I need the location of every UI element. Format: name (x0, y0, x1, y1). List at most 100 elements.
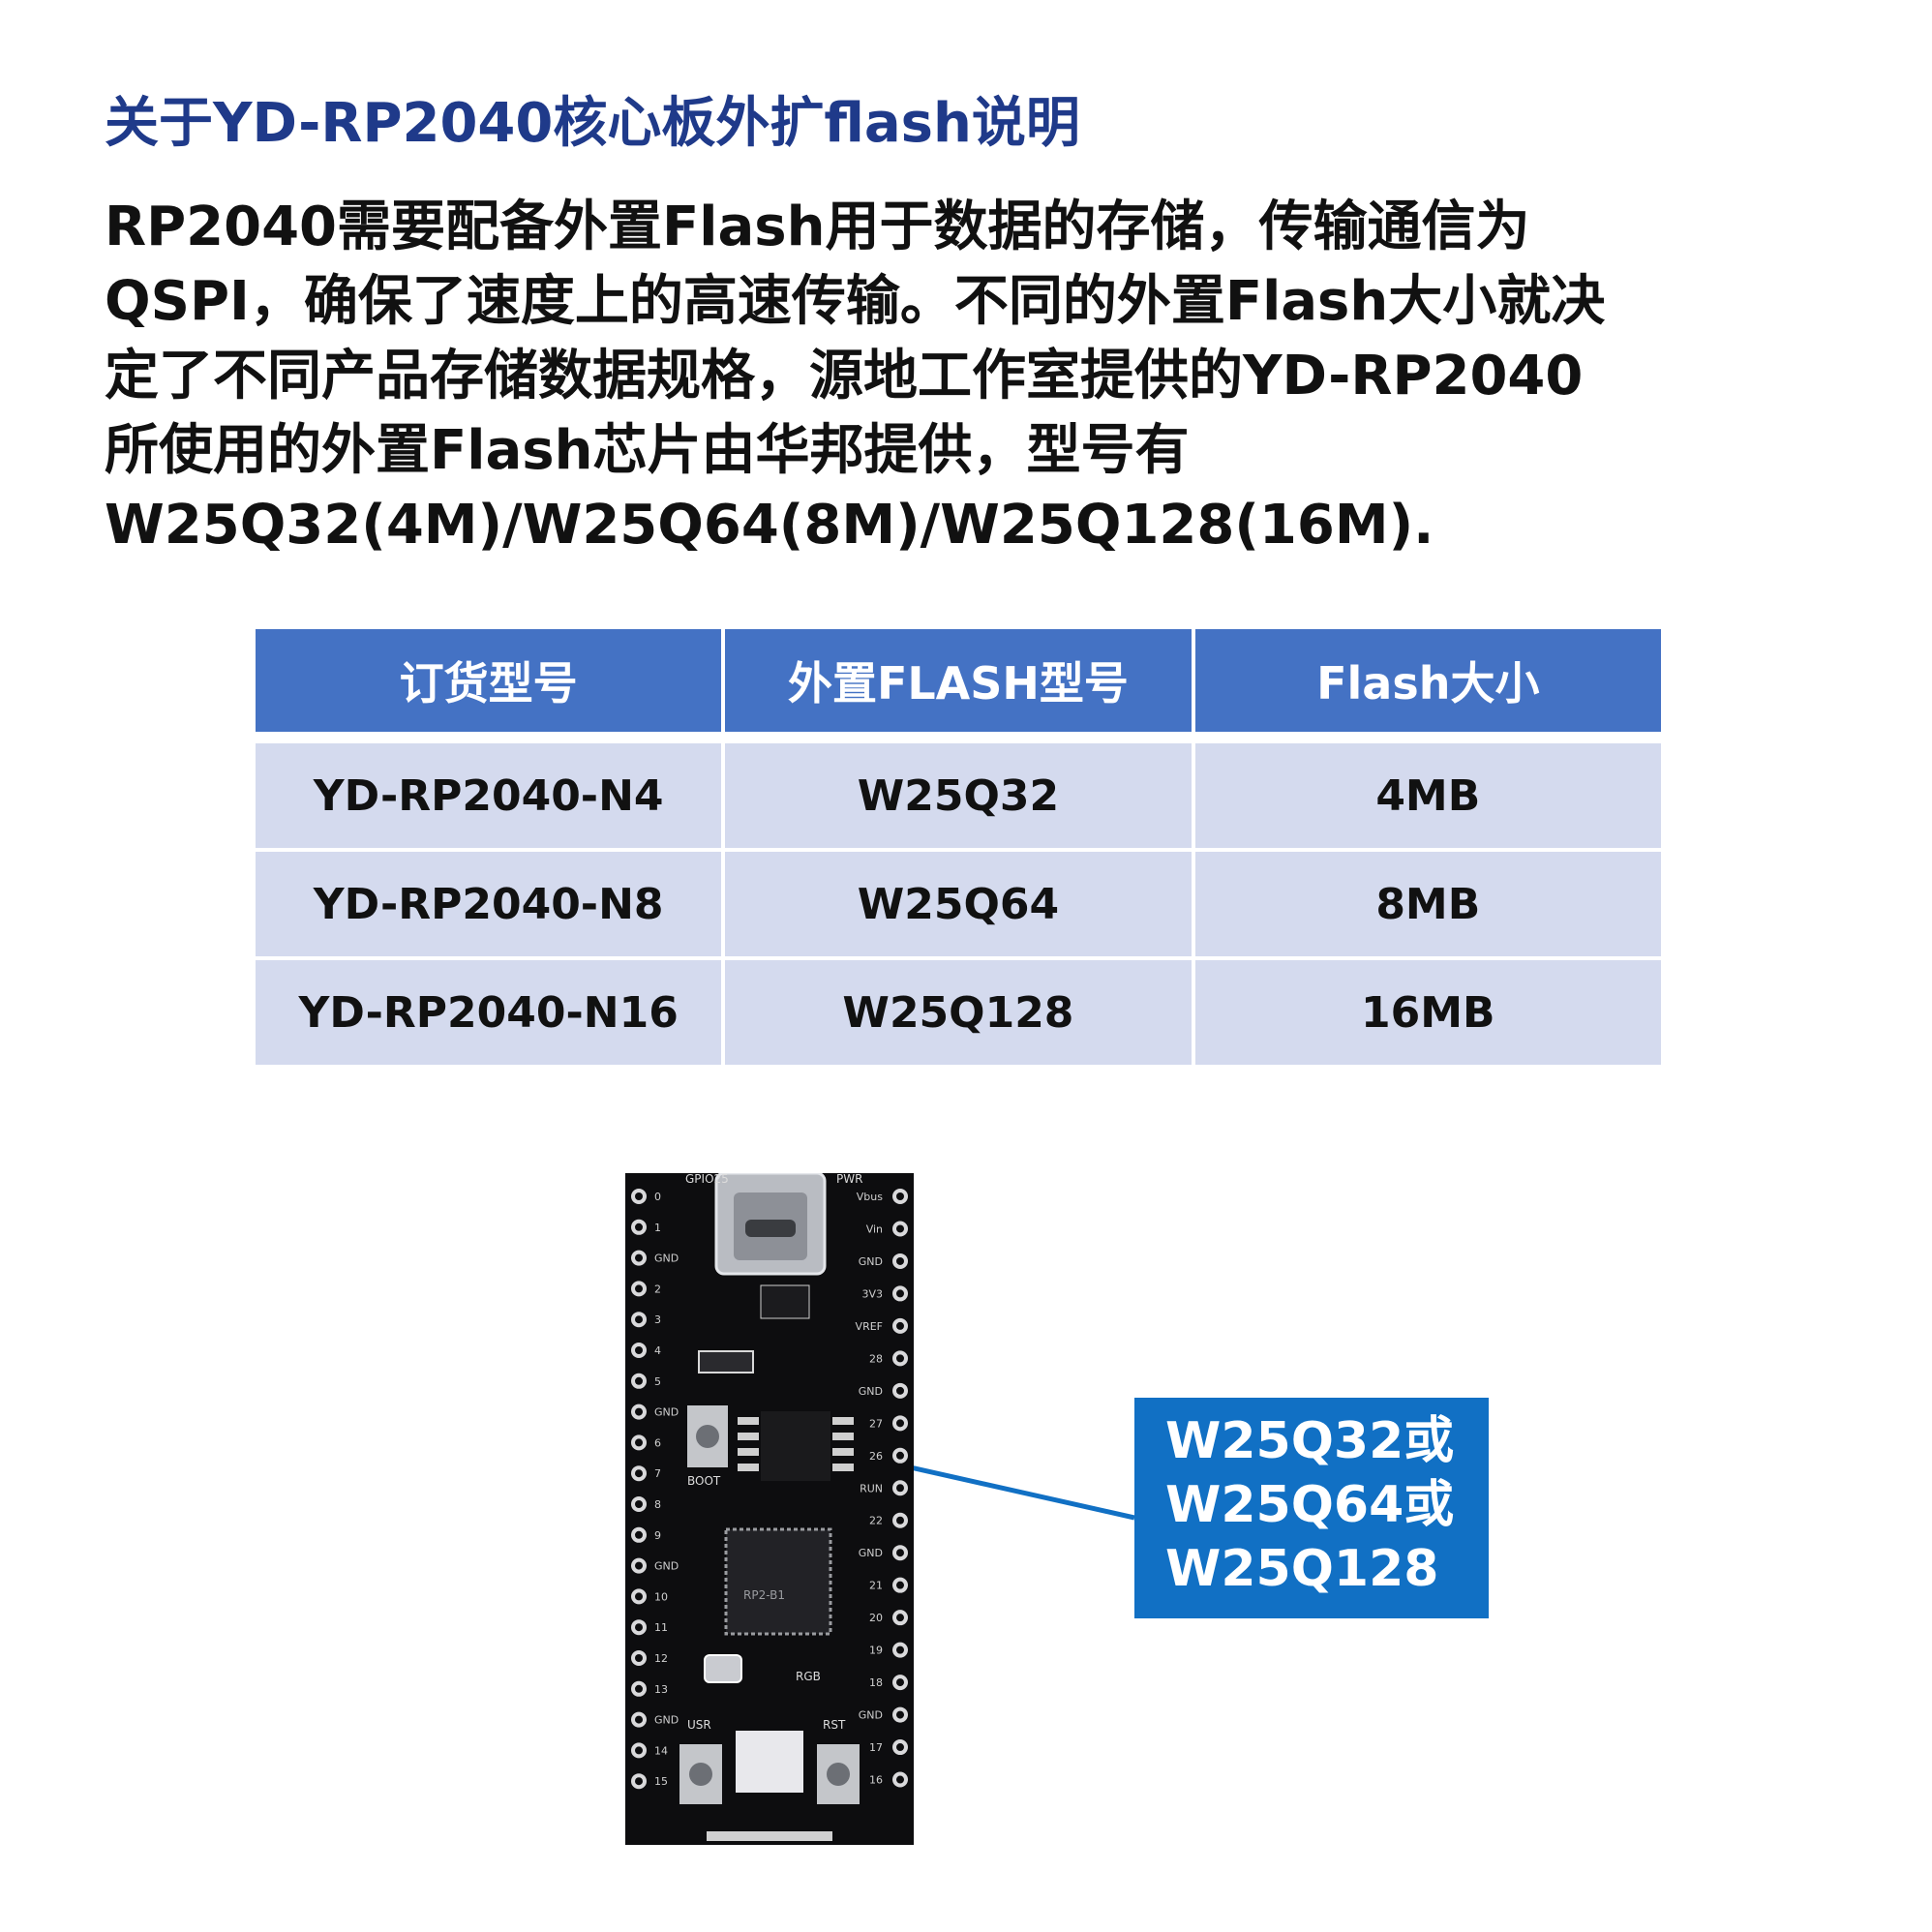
pin-hole-center (896, 1451, 904, 1460)
pin-hole-center (896, 1581, 904, 1589)
pin-hole-center (896, 1743, 904, 1752)
pin-label: GND (859, 1547, 883, 1559)
pin-label: 20 (869, 1612, 883, 1624)
board-bottom-marking (707, 1831, 832, 1841)
boot-button (687, 1405, 728, 1467)
callout-line: W25Q32或 (1165, 1412, 1455, 1470)
pin-label: 6 (654, 1436, 661, 1449)
pin-label: 0 (654, 1191, 661, 1203)
flash-model-table: 订货型号 外置FLASH型号 Flash大小 YD-RP2040-N4 W25Q… (251, 625, 1666, 1069)
pin-hole-center (635, 1346, 643, 1354)
pin-label: 1 (654, 1222, 661, 1234)
pin-hole-center (635, 1438, 643, 1447)
pin-hole-center (635, 1654, 643, 1662)
pin-label: 11 (654, 1621, 668, 1634)
pin-hole-center (896, 1419, 904, 1428)
pin-hole-center (635, 1777, 643, 1786)
pin-hole-center (635, 1715, 643, 1724)
pin-hole-center (635, 1407, 643, 1416)
pin-hole-center (896, 1224, 904, 1233)
pin-label: GND (654, 1253, 679, 1265)
order-model-cell: YD-RP2040-N16 (251, 956, 726, 1069)
pin-label: 3V3 (861, 1287, 883, 1300)
pin-hole-center (896, 1710, 904, 1719)
intro-paragraph: RP2040需要配备外置Flash用于数据的存储，传输通信为 QSPI，确保了速… (105, 190, 1808, 562)
rp2040-chip: RP2-B1 (724, 1527, 832, 1636)
pin-label: 27 (869, 1417, 883, 1430)
pin-hole-center (635, 1192, 643, 1200)
pin-label: 14 (654, 1744, 668, 1757)
pin-label: 22 (869, 1515, 883, 1527)
diode-component (698, 1350, 754, 1374)
pin-label: Vbus (857, 1191, 883, 1203)
pin-label: VREF (856, 1320, 883, 1333)
pin-label: GND (654, 1560, 679, 1573)
pin-label: GND (859, 1255, 883, 1268)
flash-model-cell: W25Q64 (721, 848, 1195, 960)
rgb-label: RGB (796, 1670, 821, 1683)
pin-hole-center (896, 1321, 904, 1330)
pin-hole-center (635, 1530, 643, 1539)
intro-line: 所使用的外置Flash芯片由华邦提供，型号有 (105, 419, 1190, 482)
pin-label: 7 (654, 1467, 661, 1480)
pin-label: GND (859, 1709, 883, 1722)
pin-label: 9 (654, 1529, 661, 1542)
pin-hole-center (635, 1253, 643, 1262)
header-flash-model: 外置FLASH型号 (721, 625, 1195, 740)
pin-label: 15 (654, 1775, 668, 1788)
pin-label: Vin (866, 1223, 883, 1235)
chip-marking: RP2-B1 (743, 1588, 785, 1602)
boot-label: BOOT (687, 1474, 721, 1488)
pin-hole-center (896, 1516, 904, 1524)
page-title: 关于YD-RP2040核心板外扩flash说明 (105, 92, 1080, 155)
usr-button (679, 1744, 722, 1804)
flash-callout-box: W25Q32或 W25Q64或 W25Q128 (1134, 1398, 1489, 1618)
pin-label: 8 (654, 1498, 661, 1511)
pin-label: 13 (654, 1683, 668, 1696)
right-pin-row: VbusVinGND3V3VREF28GND2726RUN22GND212019… (856, 1189, 908, 1788)
pin-hole-center (635, 1592, 643, 1601)
table-row: YD-RP2040-N16 W25Q128 16MB (251, 956, 1666, 1069)
header-order-model: 订货型号 (251, 625, 726, 740)
pin-label: 28 (869, 1352, 883, 1365)
flash-size-cell: 16MB (1191, 956, 1666, 1069)
pin-label: 12 (654, 1652, 668, 1665)
pin-label: 10 (654, 1590, 668, 1603)
gpio25-label: GPIO25 (685, 1173, 729, 1186)
table-header-row: 订货型号 外置FLASH型号 Flash大小 (251, 625, 1666, 740)
header-flash-size: Flash大小 (1191, 625, 1666, 740)
pin-label: 17 (869, 1741, 883, 1754)
pin-label: 5 (654, 1375, 661, 1388)
pin-hole-center (635, 1500, 643, 1508)
pin-label: GND (859, 1385, 883, 1398)
flash-model-cell: W25Q32 (721, 732, 1195, 852)
board-photo: GPIO25 PWR 01GND2345GND6789GND10111213GN… (625, 1173, 914, 1845)
pin-hole-center (635, 1746, 643, 1755)
intro-line: 定了不同产品存储数据规格，源地工作室提供的YD-RP2040 (105, 345, 1584, 408)
rst-label: RST (823, 1718, 846, 1732)
pin-hole-center (896, 1192, 904, 1200)
callout-line: W25Q64或 (1165, 1476, 1455, 1534)
rst-button (817, 1744, 860, 1804)
pin-label: 4 (654, 1344, 661, 1357)
callout-line: W25Q128 (1165, 1540, 1439, 1598)
pin-hole-center (635, 1623, 643, 1632)
pin-hole-center (896, 1614, 904, 1622)
pin-label: GND (654, 1714, 679, 1727)
pin-label: 3 (654, 1313, 661, 1326)
pwr-label: PWR (836, 1173, 862, 1186)
pin-hole-center (896, 1678, 904, 1687)
pin-hole-center (896, 1289, 904, 1298)
table-row: YD-RP2040-N8 W25Q64 8MB (251, 848, 1666, 960)
pin-label: GND (654, 1406, 679, 1419)
intro-line: QSPI，确保了速度上的高速传输。不同的外置Flash大小就决 (105, 270, 1606, 333)
intro-line: RP2040需要配备外置Flash用于数据的存储，传输通信为 (105, 196, 1530, 258)
pin-hole-center (635, 1684, 643, 1693)
table-row: YD-RP2040-N4 W25Q32 4MB (251, 732, 1666, 852)
pin-label: 21 (869, 1580, 883, 1592)
pin-label: 18 (869, 1676, 883, 1689)
pin-hole-center (635, 1284, 643, 1293)
pin-hole-center (896, 1645, 904, 1654)
pin-hole-center (896, 1484, 904, 1493)
